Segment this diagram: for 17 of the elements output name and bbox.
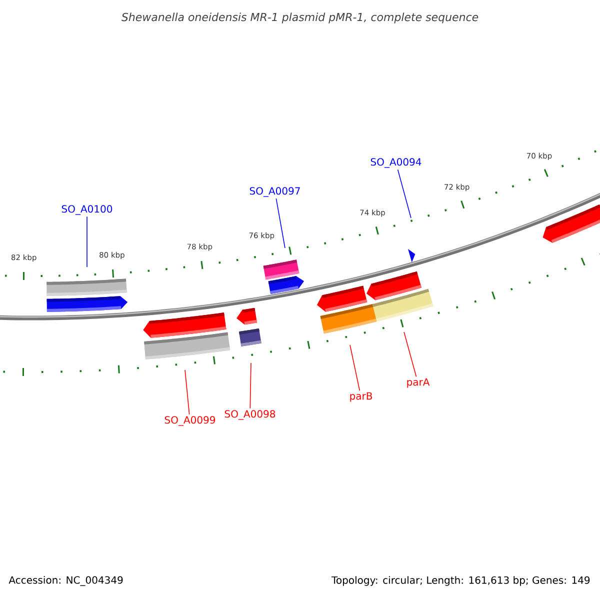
leader-line [276, 198, 286, 248]
gene-label: SO_A0099 [164, 416, 216, 426]
leader-line [350, 344, 360, 392]
footer-text: Accession: NC_004349 [8, 576, 123, 586]
gene-label: SO_A0100 [62, 205, 112, 215]
leader-line [184, 370, 190, 415]
gene-label: parA [407, 378, 430, 388]
gene-label: SO_A0094 [370, 158, 422, 168]
leader-line [86, 216, 88, 268]
gene-label: parB [350, 392, 372, 402]
footer-text: Topology: circular; Length: 161,613 bp; Genes: 149 [332, 576, 590, 586]
leader-line [250, 362, 252, 409]
leader-line [404, 332, 417, 378]
title: Shewanella oneidensis MR-1 plasmid pMR-1, complete sequence [122, 12, 478, 24]
gene-label: SO_A0097 [250, 187, 300, 197]
leader-line [397, 169, 412, 218]
gene-label: SO_A0098 [224, 410, 276, 420]
